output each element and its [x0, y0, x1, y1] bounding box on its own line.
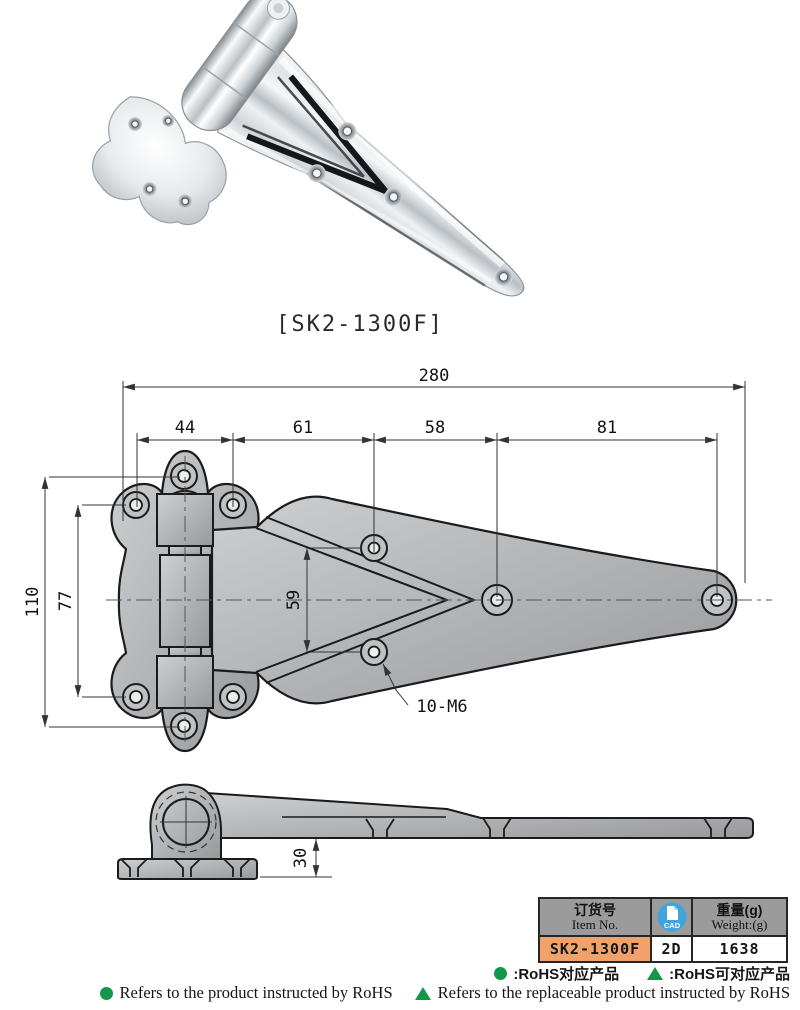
dimension-labels: 280 44 61 58 81 110 77 59 10-M6 — [23, 366, 617, 717]
photo-plate-holes — [128, 114, 193, 209]
rohs-legend-zh: :RoHS对应产品 :RoHS可对应产品 — [494, 963, 790, 984]
header-weight-en: Weight:(g) — [711, 916, 768, 932]
cell-weight: 1638 — [693, 937, 786, 961]
side-view-drawing: 30 — [117, 783, 754, 880]
side-view-base — [117, 858, 258, 880]
dim-b: 61 — [293, 418, 313, 438]
header-item-no: 订货号 Item No. — [540, 899, 652, 937]
spec-table: 订货号 Item No. CAD 重量(g) Weight:(g) SK2-13… — [538, 897, 788, 963]
product-model-label: [SK2-1300F] — [276, 312, 444, 337]
header-weight: 重量(g) Weight:(g) — [693, 899, 786, 937]
rohs-triangle-icon — [414, 986, 431, 1000]
dim-strap-holes: 59 — [284, 590, 304, 610]
dimension-lines — [41, 383, 745, 727]
extension-lines — [49, 381, 746, 728]
dim-d: 81 — [597, 418, 617, 438]
strap-countersinks — [365, 817, 733, 838]
photo-strap-holes — [307, 122, 513, 286]
top-view-drawing: 280 44 61 58 81 110 77 59 10-M6 — [23, 366, 772, 753]
dim-total: 280 — [419, 366, 450, 386]
rohs-legend-en-dot-text: Refers to the product instructed by RoHS — [119, 983, 393, 1002]
header-weight-zh: 重量(g) — [716, 901, 763, 918]
header-item-no-zh: 订货号 — [574, 901, 616, 918]
thread-callout: 10-M6 — [416, 697, 467, 717]
dim-c: 58 — [425, 418, 445, 438]
photo-v-groove — [246, 74, 388, 194]
photo-mount-plate — [91, 96, 227, 226]
dim-height: 110 — [23, 587, 43, 618]
header-cad: CAD — [652, 899, 693, 937]
rohs-dot-icon — [494, 967, 508, 980]
rohs-dot-icon — [99, 986, 113, 1000]
centerlines — [106, 456, 772, 746]
rohs-legend-en: Refers to the product instructed by RoHS… — [99, 983, 790, 1003]
rohs-legend-en-tri-text: Refers to the replaceable product instru… — [437, 983, 790, 1002]
cad-icon-label: CAD — [663, 921, 680, 930]
dim-hole-span: 77 — [56, 591, 76, 611]
cad-icon: CAD — [657, 902, 686, 932]
dim-side-height: 30 — [291, 848, 311, 868]
cell-item-no: SK2-1300F — [540, 937, 652, 961]
base-countersinks — [120, 858, 251, 877]
rohs-triangle-icon — [647, 967, 664, 980]
dim-a: 44 — [175, 418, 195, 438]
header-item-no-en: Item No. — [571, 916, 619, 932]
table-row: SK2-1300F 2D 1638 — [540, 937, 786, 961]
photo-barrel — [181, 0, 298, 132]
rohs-legend-zh-tri-text: :RoHS可对应产品 — [669, 966, 790, 983]
side-view-strap — [205, 792, 754, 839]
cell-cad-type: 2D — [652, 937, 693, 961]
product-photo — [91, 0, 525, 297]
rohs-legend-zh-dot-text: :RoHS对应产品 — [513, 966, 620, 983]
